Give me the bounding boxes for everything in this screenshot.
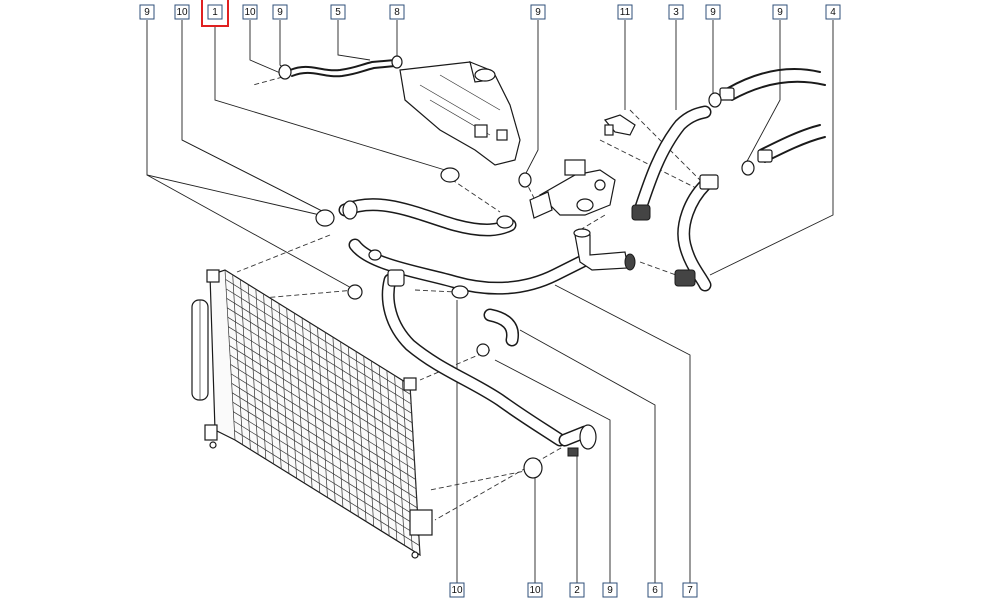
radiator-tube bbox=[225, 288, 412, 405]
hose-2 bbox=[558, 424, 597, 457]
top-callout-8: 11 bbox=[617, 4, 633, 20]
callout-box bbox=[668, 4, 684, 20]
hose-7 bbox=[381, 269, 567, 447]
radiator-tube bbox=[232, 401, 418, 518]
callout-number: 3 bbox=[673, 7, 679, 18]
engine-pipes bbox=[719, 67, 826, 163]
callout-number: 1 bbox=[212, 7, 218, 18]
radiator-tube bbox=[226, 298, 412, 414]
top-callout-0: 9 bbox=[139, 4, 155, 20]
top-callout-4: 9 bbox=[272, 4, 288, 20]
hose-clamps bbox=[278, 55, 755, 479]
t-connector bbox=[573, 228, 636, 271]
callout-number: 9 bbox=[277, 7, 283, 18]
radiator-tube bbox=[231, 383, 417, 499]
radiator-tube bbox=[225, 279, 411, 395]
top-callout-9: 3 bbox=[668, 4, 684, 20]
top-callout-3: 10 bbox=[242, 4, 258, 20]
callout-box bbox=[617, 4, 633, 20]
callout-number: 10 bbox=[176, 7, 188, 18]
callouts-top: 9 10 1 10 9 5 8 9 11 3 9 9 4 bbox=[139, 0, 841, 27]
top-callout-2: 1 bbox=[201, 0, 229, 27]
radiator-tube bbox=[229, 345, 415, 461]
bottom-callout-5: 7 bbox=[682, 582, 698, 598]
hose-6 bbox=[348, 238, 592, 295]
bottom-callout-3: 9 bbox=[602, 582, 618, 598]
callout-number: 9 bbox=[777, 7, 783, 18]
callout-box bbox=[647, 582, 663, 598]
callout-box bbox=[569, 582, 585, 598]
callout-box bbox=[449, 582, 465, 598]
radiator-tube bbox=[230, 373, 417, 490]
callout-box bbox=[207, 4, 223, 20]
callout-number: 10 bbox=[244, 7, 256, 18]
top-callout-12: 4 bbox=[825, 4, 841, 20]
callout-number: 5 bbox=[335, 7, 341, 18]
callout-box bbox=[272, 4, 288, 20]
callout-box bbox=[174, 4, 190, 20]
callouts-bottom: 10 10 2 9 6 7 bbox=[449, 582, 698, 598]
small-elbow-hose bbox=[483, 308, 519, 347]
radiator-tube bbox=[227, 316, 413, 433]
callout-number: 7 bbox=[687, 585, 693, 596]
bottom-callout-2: 2 bbox=[569, 582, 585, 598]
radiator-tube bbox=[233, 411, 419, 527]
radiator-tube bbox=[227, 307, 413, 424]
expansion-tank bbox=[399, 61, 521, 166]
hose-3 bbox=[631, 105, 712, 221]
callout-box bbox=[772, 4, 788, 20]
leader-lines bbox=[146, 20, 834, 585]
radiator-tube bbox=[228, 326, 414, 442]
callout-box bbox=[682, 582, 698, 598]
callout-box bbox=[530, 4, 546, 20]
top-callout-7: 9 bbox=[530, 4, 546, 20]
thermostat-housing bbox=[529, 159, 616, 219]
callout-box bbox=[602, 582, 618, 598]
radiator-tube bbox=[232, 392, 418, 509]
bottom-callout-4: 6 bbox=[647, 582, 663, 598]
radiator-tube bbox=[228, 335, 415, 452]
hose-4 bbox=[674, 174, 719, 292]
bottom-callout-1: 10 bbox=[527, 582, 543, 598]
top-callout-11: 9 bbox=[772, 4, 788, 20]
callout-number: 9 bbox=[710, 7, 716, 18]
callout-number: 2 bbox=[574, 585, 580, 596]
top-callout-10: 9 bbox=[705, 4, 721, 20]
callout-box bbox=[139, 4, 155, 20]
top-callout-1: 10 bbox=[174, 4, 190, 20]
callout-box bbox=[705, 4, 721, 20]
callout-box bbox=[527, 582, 543, 598]
callout-number: 11 bbox=[620, 7, 631, 18]
callout-number: 8 bbox=[394, 7, 400, 18]
top-callout-6: 8 bbox=[389, 4, 405, 20]
callout-box bbox=[389, 4, 405, 20]
callout-number: 10 bbox=[451, 585, 463, 596]
callout-number: 9 bbox=[607, 585, 613, 596]
callout-number: 10 bbox=[529, 585, 541, 596]
highlight-frame bbox=[201, 0, 229, 27]
callout-number: 9 bbox=[535, 7, 541, 18]
callout-box bbox=[825, 4, 841, 20]
callout-number: 4 bbox=[830, 7, 836, 18]
callout-number: 6 bbox=[652, 585, 658, 596]
callout-box bbox=[330, 4, 346, 20]
callout-box bbox=[242, 4, 258, 20]
bottom-callout-0: 10 bbox=[449, 582, 465, 598]
radiator-tube bbox=[230, 364, 416, 480]
radiator-tube bbox=[233, 420, 420, 537]
radiator bbox=[191, 269, 433, 559]
radiator-tube bbox=[229, 354, 416, 471]
callout-number: 9 bbox=[144, 7, 150, 18]
top-callout-5: 5 bbox=[330, 4, 346, 20]
bracket-11 bbox=[603, 114, 636, 136]
hose-1 bbox=[338, 198, 517, 237]
radiator-tube bbox=[234, 430, 420, 546]
hose-5 bbox=[289, 59, 396, 78]
